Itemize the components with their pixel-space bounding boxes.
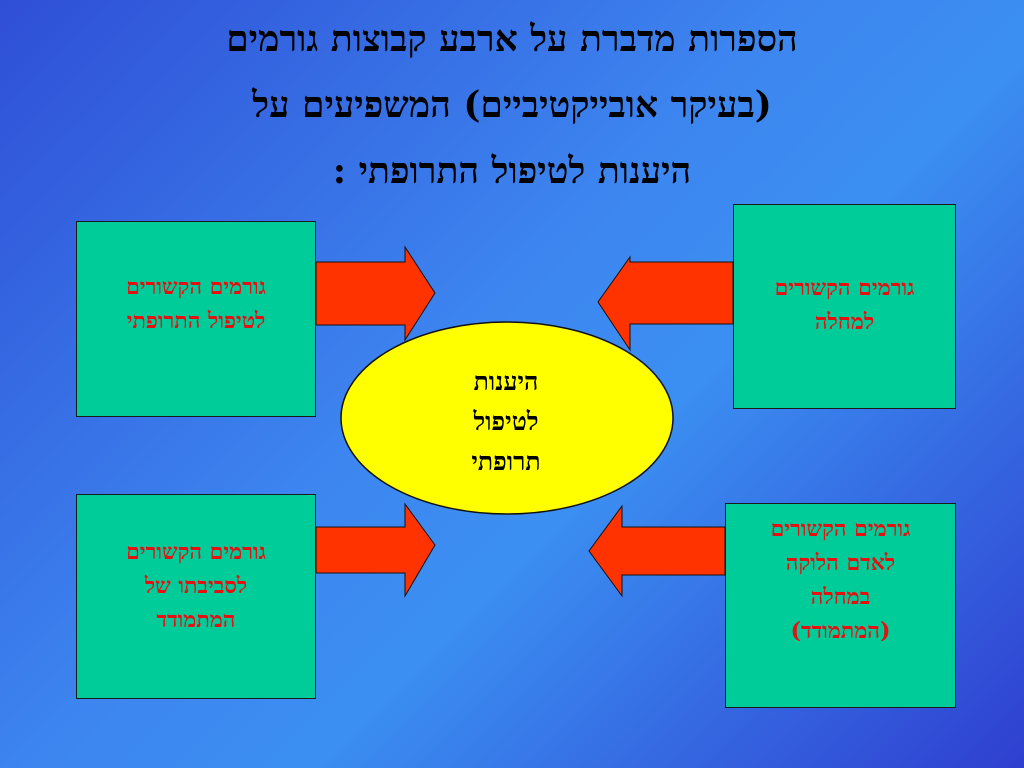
box-patient-line-1: גורמים הקשורים <box>770 516 911 542</box>
box-patient-factors: גורמים הקשורים לאדם הלוקה במחלה (המתמודד… <box>725 503 956 708</box>
arrow-bottom-left <box>315 502 436 598</box>
center-oval <box>340 321 674 515</box>
box-environment-factors: גורמים הקשורים לסביבתו של המתמודד <box>76 494 316 699</box>
slide-title: הספרות מדברת על ארבע קבוצות גורמים (בעיק… <box>40 6 984 204</box>
box-treatment-line-1: גורמים הקשורים <box>126 274 266 300</box>
title-line-3: היענות לטיפול התרופתי : <box>332 150 692 192</box>
box-disease-line-1: גורמים הקשורים <box>774 275 915 301</box>
title-line-2: (בעיקר אובייקטיביים) המשפיעים על <box>252 84 772 126</box>
box-treatment-factors: גורמים הקשורים לטיפול התרופתי <box>76 221 316 417</box>
arrow-top-left <box>315 245 436 342</box>
box-environment-line-2: לסביבתו של <box>144 573 248 599</box>
box-treatment-line-2: לטיפול התרופתי <box>126 308 266 334</box>
arrow-top-right <box>597 255 734 352</box>
center-line-3: תרופתי <box>471 447 541 476</box>
box-patient-line-2: לאדם הלוקה <box>785 550 896 576</box>
center-label: היענות לטיפול תרופתי <box>386 362 626 482</box>
box-environment-line-1: גורמים הקשורים <box>126 539 266 565</box>
box-disease-line-2: למחלה <box>814 309 875 335</box>
center-line-2: לטיפול <box>473 407 539 436</box>
box-patient-line-4: (המתמודד) <box>790 618 891 644</box>
arrow-bottom-right <box>588 504 726 598</box>
box-disease-factors: גורמים הקשורים למחלה <box>733 204 956 409</box>
box-patient-line-3: במחלה <box>810 584 871 610</box>
center-line-1: היענות <box>473 367 539 396</box>
title-line-1: הספרות מדברת על ארבע קבוצות גורמים <box>226 18 798 60</box>
box-environment-line-3: המתמודד <box>156 607 236 633</box>
